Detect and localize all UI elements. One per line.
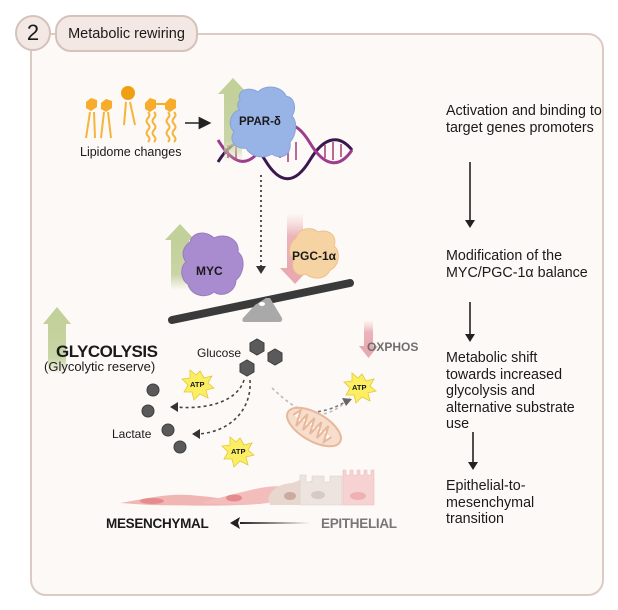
balance-fulcrum: [242, 298, 283, 322]
atp-star-icon: [221, 436, 255, 468]
glucose-label: Glucose: [197, 346, 242, 360]
atp-label: ATP: [231, 447, 246, 456]
mitochondrion-icon: [286, 406, 342, 448]
glucose-to-lactate-arrow-2: [197, 379, 251, 435]
panel-number-badge: 2: [15, 15, 51, 51]
glucose-molecules-icon: [239, 338, 283, 377]
pgc-label: PGC-1α: [292, 249, 337, 263]
atp-star-icon: [181, 369, 215, 401]
atp-label: ATP: [190, 380, 205, 389]
ppar-label: PPAR-δ: [239, 116, 281, 128]
panel-title: Metabolic rewiring: [55, 15, 198, 52]
emt-arrow: [240, 522, 310, 524]
lipid-icon: [85, 86, 177, 143]
emt-cells-icon: [120, 469, 375, 506]
step-3-text: Metabolic shift towards increased glycol…: [446, 350, 575, 432]
lactate-molecules-icon: [141, 383, 187, 454]
step-arrow-icon: [468, 432, 478, 470]
mesenchymal-label: MESENCHYMAL: [106, 516, 209, 531]
ppar-protein-icon: [229, 86, 297, 158]
glycolytic-reserve-label: (Glycolytic reserve): [44, 359, 156, 374]
step-2-text: Modification of the MYC/PGC-1α balance: [446, 248, 588, 281]
step-arrow-icon: [465, 302, 475, 342]
step-4-text: Epithelial-to-mesenchymal transition: [446, 478, 535, 527]
myc-protein-icon: [181, 232, 244, 297]
glycolysis-up-arrow-icon: [43, 307, 71, 374]
myc-label: MYC: [196, 264, 223, 278]
pgc-protein-icon: [289, 228, 339, 279]
lipidome-label: Lipidome changes: [80, 145, 182, 159]
atp-star-icon: [343, 372, 377, 404]
atp-label: ATP: [352, 383, 367, 392]
glycolysis-label: GLYCOLYSIS: [56, 342, 158, 361]
step-1-text: Activation and binding to target genes p…: [446, 103, 602, 136]
step-arrow-icon: [465, 162, 475, 228]
lactate-label: Lactate: [112, 427, 152, 441]
glucose-to-lactate-arrow-1: [175, 379, 245, 409]
oxphos-down-arrow-icon: [359, 320, 378, 358]
oxphos-label: OXPHOS: [367, 340, 419, 354]
epithelial-label: EPITHELIAL: [321, 516, 397, 531]
